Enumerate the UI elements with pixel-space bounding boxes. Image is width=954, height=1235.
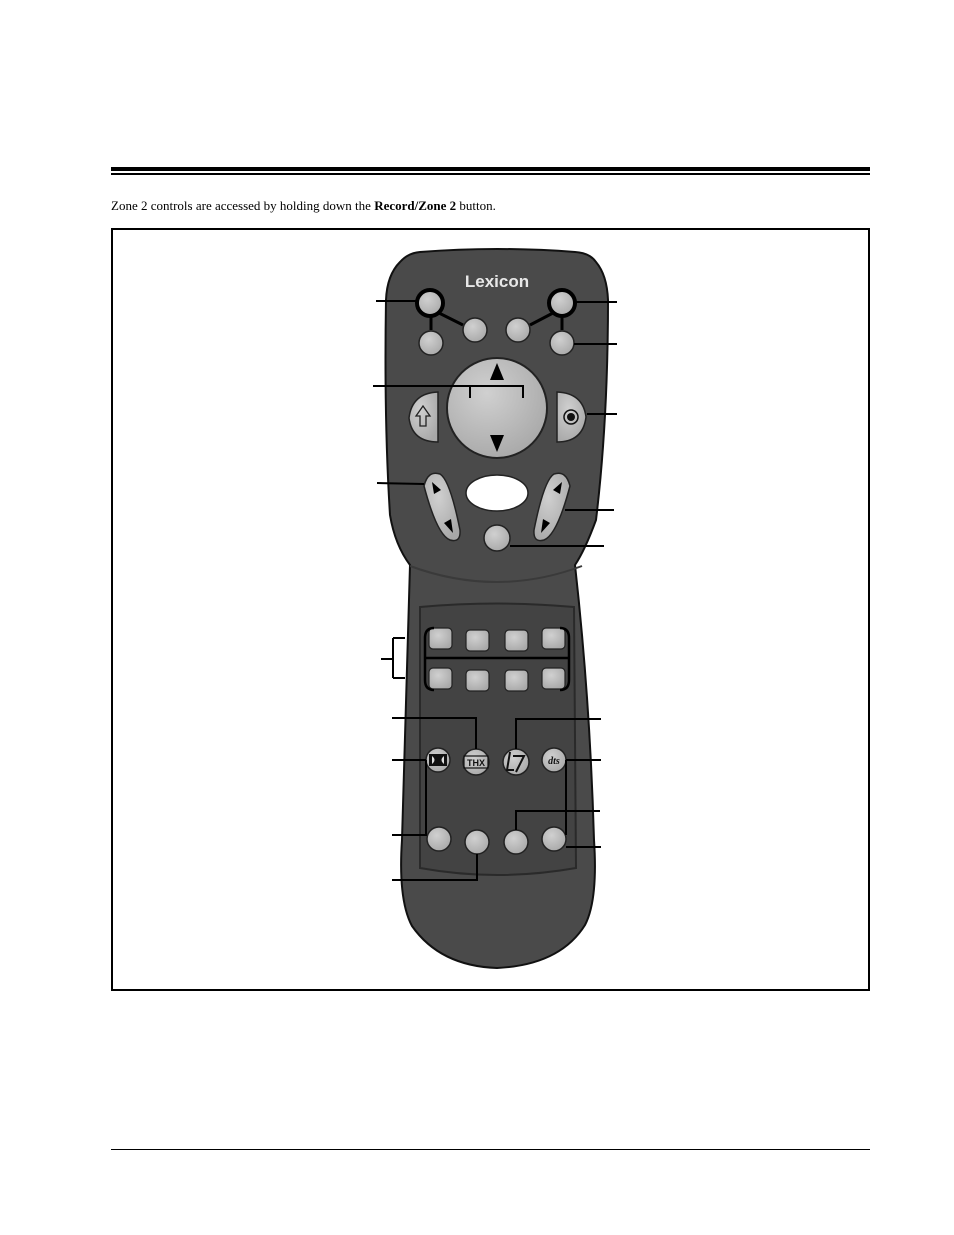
intro-suffix: button. xyxy=(456,198,496,213)
remote-illustration: Lexicon xyxy=(373,248,617,970)
footer-rule xyxy=(111,1149,870,1150)
top-right-large-button[interactable] xyxy=(547,288,577,318)
bottom-row-button-3[interactable] xyxy=(503,829,529,855)
callout-bottom-right-3 xyxy=(515,810,600,830)
nav-down-arrow-icon xyxy=(490,435,504,452)
bottom-row-button-1[interactable] xyxy=(426,826,452,852)
bottom-row-button-2[interactable] xyxy=(464,829,490,855)
bottom-row-button-4[interactable] xyxy=(541,826,567,852)
upper-face-contour xyxy=(409,565,583,583)
callout-thx xyxy=(392,717,477,749)
shift-button[interactable] xyxy=(408,391,439,443)
thx-badge xyxy=(463,755,489,769)
dolby-icon xyxy=(429,754,447,766)
lower-button-panel xyxy=(419,602,578,876)
second-row-left-button[interactable] xyxy=(418,330,444,356)
header-rule-thin xyxy=(111,173,870,175)
input-button-8[interactable] xyxy=(541,667,566,690)
callout-input-bracket xyxy=(381,637,405,679)
nav-bracket xyxy=(469,385,524,398)
top-row-button-2[interactable] xyxy=(462,317,488,343)
input-button-3[interactable] xyxy=(504,629,529,652)
callout-lines xyxy=(373,300,617,881)
callout-logic7 xyxy=(515,718,601,749)
top-row-button-3[interactable] xyxy=(505,317,531,343)
top-left-large-button[interactable] xyxy=(415,288,445,318)
record-icon-outer xyxy=(563,409,579,425)
header-rule-thick xyxy=(111,167,870,171)
navigation-disc[interactable] xyxy=(446,357,548,459)
input-button-7[interactable] xyxy=(504,669,529,692)
figure-frame xyxy=(111,228,870,991)
input-button-1[interactable] xyxy=(428,627,453,650)
input-button-6[interactable] xyxy=(465,669,490,692)
second-row-right-button[interactable] xyxy=(549,330,575,356)
input-button-2[interactable] xyxy=(465,629,490,652)
shift-arrow-icon xyxy=(414,404,432,427)
intro-bold-button-name: Record/Zone 2 xyxy=(374,198,457,213)
callout-left-rocker xyxy=(376,482,425,485)
callout-bottom-center-2 xyxy=(392,854,478,881)
input-button-5[interactable] xyxy=(428,667,453,690)
right-rocker-up-arrow-icon xyxy=(553,482,562,494)
thx-label: THX xyxy=(467,758,485,768)
center-oval-button[interactable] xyxy=(465,474,529,512)
input-button-group xyxy=(428,627,566,692)
lexicon-logo: Lexicon xyxy=(465,272,529,291)
input-bracket-outline xyxy=(423,626,571,692)
logic7-icon xyxy=(505,751,526,773)
input-button-4[interactable] xyxy=(541,627,566,650)
lower-center-round-button[interactable] xyxy=(483,524,511,552)
right-rocker-down-arrow-icon xyxy=(541,519,550,533)
nav-up-arrow-icon xyxy=(490,363,504,380)
top-connectors xyxy=(429,311,564,330)
record-icon-inner xyxy=(567,413,575,421)
left-rocker-down-arrow-icon xyxy=(444,519,453,533)
dts-label: dts xyxy=(548,756,560,767)
intro-paragraph: Zone 2 controls are accessed by holding … xyxy=(111,198,496,214)
intro-prefix: Zone 2 controls are accessed by holding … xyxy=(111,198,375,213)
left-rocker-up-arrow-icon xyxy=(432,482,441,494)
